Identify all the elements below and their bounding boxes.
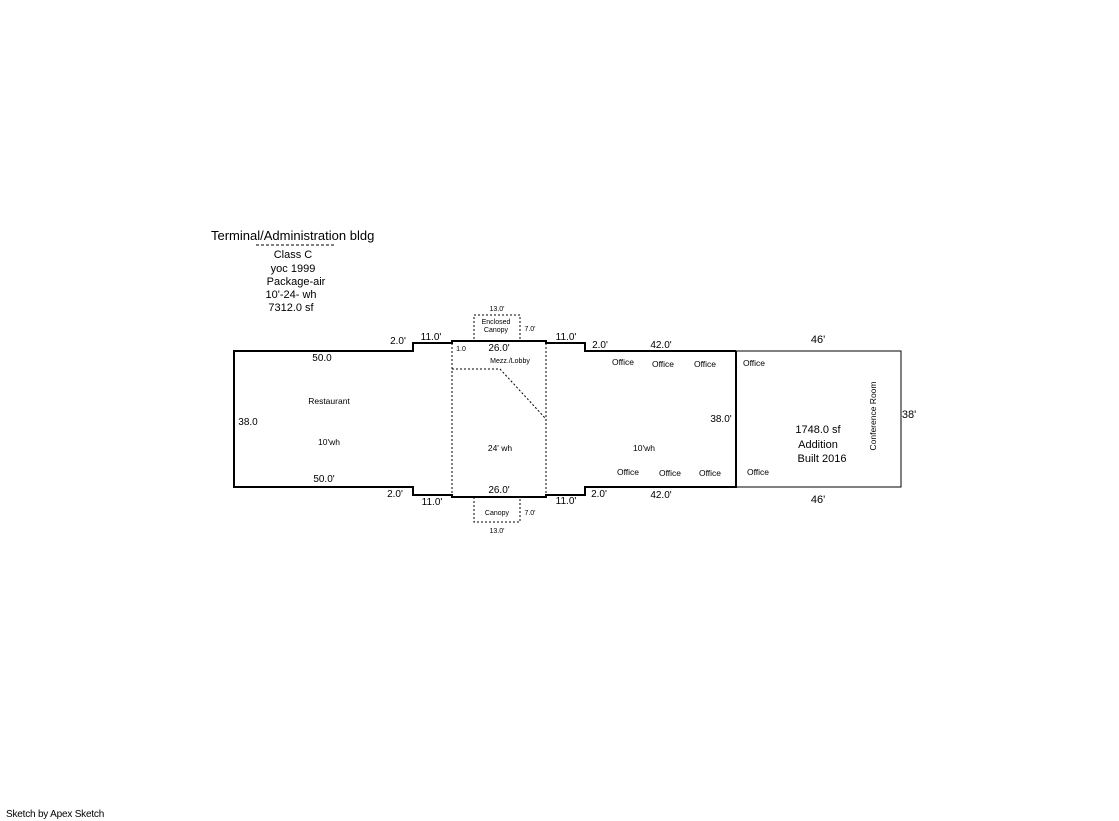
dim-canopy-bottom-depth: 7.0' (524, 510, 535, 517)
office-label: Office (612, 357, 634, 367)
dim-restaurant-bottom: 50.0' (313, 474, 334, 485)
office-label: Office (699, 468, 721, 478)
dim-mezz-small: 1.0 (456, 346, 466, 353)
dim-link-bottom-left: 11.0' (422, 497, 443, 508)
dim-office-bottom: 42.0' (650, 490, 671, 501)
conference-room-label: Conference Room (868, 382, 878, 451)
class-line: Class C (274, 249, 313, 261)
office-label: Office (617, 467, 639, 477)
dim-office-right: 38.0' (710, 414, 731, 425)
office-label: Office (652, 359, 674, 369)
dim-addition-bottom: 46' (811, 494, 825, 506)
restaurant-label: Restaurant (308, 396, 350, 406)
office-wh-label: 10'wh (633, 443, 655, 453)
lobby-wh-label: 24' wh (488, 443, 513, 453)
mezz-label: Mezz./Lobby (490, 358, 530, 365)
hvac-line: Package-air (267, 276, 326, 288)
office-label: Office (747, 467, 769, 477)
dim-restaurant-top: 50.0 (312, 353, 332, 364)
dim-canopy-top-depth: 7.0' (524, 326, 535, 333)
dim-addition-right: 38' (902, 409, 916, 421)
addition-label: Addition (798, 439, 838, 451)
dim-link-top-left: 11.0' (421, 332, 442, 343)
dim-lobby-bottom: 26.0' (488, 485, 509, 496)
built-label: Built 2016 (798, 453, 847, 465)
dim-link-top-right: 11.0' (556, 332, 577, 343)
dim-step-bottom-right: 2.0' (591, 489, 607, 500)
dim-link-bottom-right: 11.0' (556, 496, 577, 507)
main-building-outline (233, 340, 737, 498)
building-title: Terminal/Administration bldg (211, 228, 374, 243)
yoc-line: yoc 1999 (271, 263, 316, 275)
dim-canopy-top-width: 13.0' (490, 306, 505, 313)
dim-addition-top: 46' (811, 334, 825, 346)
office-label: Office (743, 358, 765, 368)
restaurant-wh-label: 10'wh (318, 437, 340, 447)
dim-step-top-right: 2.0' (592, 340, 608, 351)
dim-step-bottom-left: 2.0' (387, 489, 403, 500)
canopy-label: Canopy (485, 510, 510, 517)
office-label: Office (694, 359, 716, 369)
sketch-credit: Sketch by Apex Sketch (6, 809, 105, 820)
enclosed-canopy-label-2: Canopy (484, 327, 509, 334)
office-label: Office (659, 468, 681, 478)
dim-step-top-left: 2.0' (390, 336, 406, 347)
dim-office-top: 42.0' (650, 340, 671, 351)
addition-outline (736, 350, 902, 488)
dim-canopy-bottom-width: 13.0' (490, 528, 505, 535)
canopy-bottom (473, 496, 521, 523)
dim-restaurant-left: 38.0 (238, 417, 258, 428)
area-line: 7312.0 sf (268, 302, 314, 314)
mezz-diagonal (499, 368, 547, 420)
wall-height-line: 10'-24- wh (265, 289, 316, 301)
addition-area-label: 1748.0 sf (795, 424, 841, 436)
enclosed-canopy-label-1: Enclosed (482, 319, 511, 326)
dim-lobby-top: 26.0' (488, 343, 509, 354)
